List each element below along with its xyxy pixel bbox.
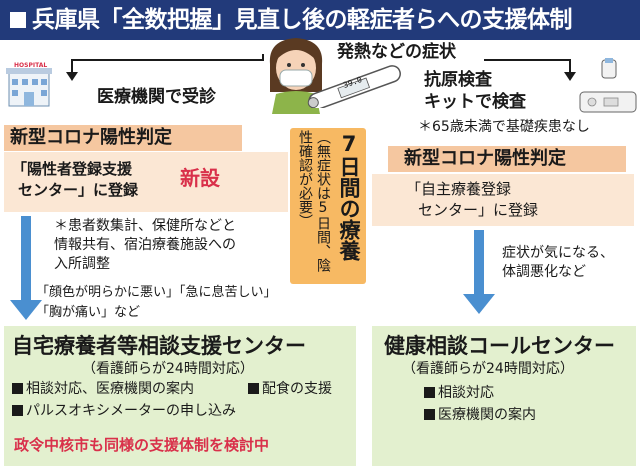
left-condition-line2: 「胸が痛い」など	[36, 305, 141, 320]
recuperation-box	[290, 128, 366, 284]
home-care-item-2: 配食の支援	[248, 380, 332, 398]
bullet-icon	[424, 409, 435, 420]
left-flow-arrow-shaft	[21, 216, 31, 302]
right-registration-line2: センター」に登録	[418, 201, 539, 219]
left-note-line3: 入所調整	[54, 256, 110, 272]
title-square-icon	[10, 12, 26, 28]
left-note-line1: ＊患者数集計、保健所などと	[54, 218, 236, 234]
kit-arrow	[480, 52, 580, 82]
right-positive-label: 新型コロナ陽性判定	[404, 148, 566, 169]
home-care-item-1: 相談対応、医療機関の案内	[12, 380, 194, 398]
symptom-label: 発熱などの症状	[337, 42, 456, 62]
left-registration-line1: 「陽性者登録支援	[12, 160, 133, 178]
home-care-item-3: パルスオキシメーターの申し込み	[12, 402, 236, 420]
bullet-icon	[12, 405, 23, 416]
call-center-title: 健康相談コールセンター	[384, 334, 615, 358]
right-condition-line1: 症状が気になる、	[502, 245, 614, 261]
call-center-item-1: 相談対応	[424, 384, 494, 402]
clinic-label: 医療機関で受診	[97, 87, 216, 107]
left-flow-arrow-head	[10, 300, 42, 320]
home-care-footer: 政令中核市も同様の支援体制を検討中	[14, 436, 270, 454]
right-flow-arrow-shaft	[474, 230, 484, 296]
antigen-kit-icon	[572, 58, 638, 122]
left-note-line2: 情報共有、宿泊療養施設への	[54, 237, 236, 253]
bullet-icon	[424, 387, 435, 398]
right-flow-arrow-head	[463, 294, 495, 314]
home-care-box	[4, 326, 356, 466]
bullet-icon	[248, 383, 259, 394]
call-center-item-2: 医療機関の案内	[424, 406, 536, 424]
hospital-sign: HOSPITAL	[14, 62, 48, 69]
right-condition-line2: 体調悪化など	[502, 264, 586, 280]
left-positive-banner	[4, 125, 242, 151]
call-center-sub: （看護師らが24時間対応）	[402, 361, 574, 377]
right-registration-line1: 「自主療養登録	[406, 180, 512, 198]
left-registration-line2: センター」に登録	[18, 181, 139, 199]
right-registration-box	[372, 174, 634, 226]
home-care-title: 自宅療養者等相談支援センター	[12, 334, 306, 358]
recuperation-note: （無症状は5日間、陰性確認が必要）	[297, 130, 331, 272]
kit-label-2: キットで検査	[424, 92, 526, 112]
thermometer-icon	[298, 64, 408, 110]
call-center-box	[372, 326, 636, 466]
left-condition-line1: 「顔色が明らかに悪い」「急に息苦しい」	[36, 285, 277, 300]
kit-label-1: 抗原検査	[424, 70, 492, 90]
bullet-icon	[12, 383, 23, 394]
recuperation-days: 7日間の療養	[337, 132, 361, 261]
page-title: 兵庫県「全数把握」見直し後の軽症者らへの支援体制	[0, 0, 640, 40]
right-positive-banner	[388, 146, 626, 172]
kit-note: ＊65歳未満で基礎疾患なし	[418, 119, 590, 135]
left-positive-label: 新型コロナ陽性判定	[10, 127, 172, 148]
sick-person-icon	[262, 34, 330, 114]
home-care-sub: （看護師らが24時間対応）	[82, 361, 254, 377]
new-badge: 新設	[180, 166, 220, 190]
clinic-arrow	[58, 52, 268, 82]
left-registration-box	[4, 152, 288, 212]
hospital-icon	[6, 62, 52, 108]
